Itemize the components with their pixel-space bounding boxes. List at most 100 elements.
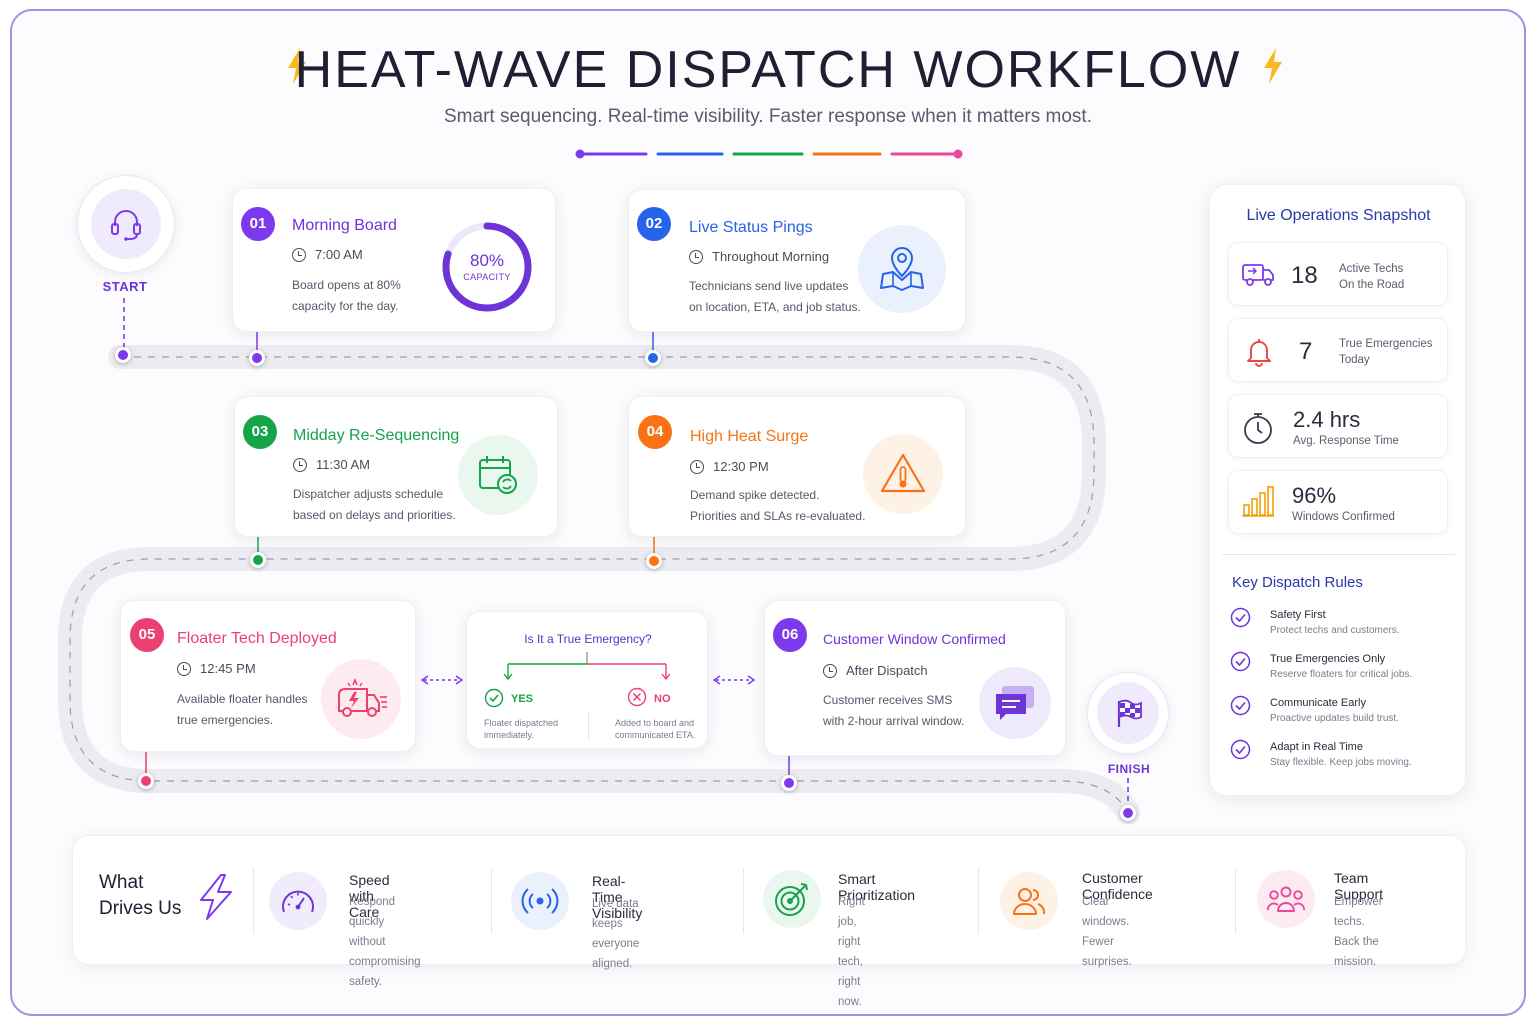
gauge-value: 80% bbox=[469, 251, 505, 270]
rules-title: Key Dispatch Rules bbox=[1232, 574, 1363, 591]
step-description: Technicians send live updates on locatio… bbox=[689, 279, 861, 314]
stat-value: 2.4 hrs bbox=[1293, 407, 1361, 432]
value-title: Customer Confidence bbox=[1082, 870, 1153, 902]
page-subtitle: Smart sequencing. Real-time visibility. … bbox=[444, 106, 1092, 127]
map-pin-icon bbox=[880, 246, 924, 291]
gauge-label: CAPACITY bbox=[463, 272, 511, 282]
clock-icon bbox=[823, 663, 837, 678]
finish-node bbox=[1087, 672, 1169, 754]
checkered-flag-icon bbox=[1117, 699, 1142, 727]
decision-no-label: NO bbox=[654, 693, 671, 705]
step-card-03[interactable]: 03 Midday Re-Sequencing 11:30 AM Dispatc… bbox=[234, 396, 558, 537]
step-badge: 06 bbox=[773, 618, 807, 652]
target-icon bbox=[775, 883, 808, 916]
step-icon-circle bbox=[979, 667, 1051, 739]
finish-label: FINISH bbox=[1107, 762, 1151, 776]
stat-emergencies: 7 True Emergencies Today bbox=[1228, 318, 1448, 382]
stat-value: 18 bbox=[1291, 262, 1318, 289]
rule-title: Adapt in Real Time bbox=[1270, 741, 1363, 753]
value-desc: Right job, right tech, right now. bbox=[838, 896, 865, 1008]
step-title: High Heat Surge bbox=[690, 428, 809, 445]
page-title: HEAT-WAVE DISPATCH WORKFLOW bbox=[294, 41, 1242, 99]
stopwatch-icon bbox=[1244, 413, 1272, 444]
value-desc: Respond quickly without compromising saf… bbox=[349, 896, 421, 988]
chat-icon bbox=[996, 686, 1034, 720]
step-card-04[interactable]: 04 High Heat Surge 12:30 PM Demand spike… bbox=[628, 396, 966, 537]
stat-label: Active Techs On the Road bbox=[1339, 263, 1405, 291]
step-description: Available floater handles true emergenci… bbox=[177, 692, 308, 727]
step-card-02[interactable]: 02 Live Status Pings Throughout Morning … bbox=[628, 189, 966, 332]
value-desc: Clear windows. Fewer surprises. bbox=[1082, 896, 1132, 968]
values-heading: What Drives Us bbox=[99, 872, 182, 919]
stat-value: 96% bbox=[1292, 483, 1337, 508]
step-icon-circle bbox=[858, 225, 946, 313]
check-circle-icon bbox=[1230, 607, 1251, 628]
bar-chart-icon bbox=[1242, 486, 1274, 517]
step-description: Demand spike detected. Priorities and SL… bbox=[690, 488, 866, 523]
check-circle-icon bbox=[1230, 695, 1251, 716]
step-time: 12:45 PM bbox=[177, 661, 256, 676]
decision-box: Is It a True Emergency? YES NO Floater d… bbox=[466, 611, 708, 749]
clock-icon bbox=[690, 459, 704, 474]
stat-label: True Emergencies Today bbox=[1339, 338, 1433, 366]
step-badge: 01 bbox=[241, 207, 275, 241]
step-card-06[interactable]: 06 Customer Window Confirmed After Dispa… bbox=[764, 600, 1066, 756]
step-time: 11:30 AM bbox=[293, 457, 370, 472]
step-card-05[interactable]: 05 Floater Tech Deployed 12:45 PM Availa… bbox=[120, 600, 416, 752]
decision-yes-desc: Floater dispatched immediately. bbox=[484, 718, 559, 740]
start-node bbox=[77, 175, 175, 273]
decision-question: Is It a True Emergency? bbox=[524, 632, 652, 646]
color-divider bbox=[575, 149, 963, 159]
value-desc: Empower techs. Back the mission. bbox=[1334, 896, 1383, 968]
step-title: Floater Tech Deployed bbox=[177, 630, 337, 647]
step-badge: 05 bbox=[130, 618, 164, 652]
start-label: START bbox=[102, 279, 148, 294]
x-circle-icon bbox=[627, 687, 647, 707]
panel-divider bbox=[1222, 554, 1455, 555]
rule-desc: Protect techs and customers. bbox=[1270, 625, 1400, 636]
speedometer-icon bbox=[282, 890, 314, 913]
value-title: Speed with Care bbox=[349, 872, 390, 920]
stat-value: 7 bbox=[1299, 338, 1313, 365]
bell-icon bbox=[1247, 339, 1271, 367]
check-circle-icon bbox=[484, 688, 504, 708]
decision-branches bbox=[503, 652, 671, 681]
stat-label: Avg. Response Time bbox=[1293, 435, 1399, 447]
values-bar: What Drives Us Speed with Care Respond q… bbox=[72, 835, 1466, 1008]
rule-title: Communicate Early bbox=[1270, 697, 1366, 709]
route-pin-02 bbox=[645, 350, 661, 366]
clock-icon bbox=[689, 249, 703, 264]
clock-icon bbox=[177, 661, 191, 676]
step-description: Customer receives SMS with 2-hour arriva… bbox=[823, 693, 965, 728]
route-pin-01 bbox=[249, 350, 265, 366]
emergency-van-icon bbox=[338, 677, 387, 717]
value-desc: Live data keeps everyone aligned. bbox=[592, 898, 640, 970]
step-card-01[interactable]: 01 Morning Board 7:00 AM Board opens at … bbox=[232, 188, 556, 332]
value-title: Real-Time Visibility bbox=[592, 873, 643, 921]
step-badge: 02 bbox=[637, 207, 671, 241]
headset-icon bbox=[111, 210, 141, 241]
rule-title: Safety First bbox=[1270, 609, 1326, 621]
route-pin-06 bbox=[781, 775, 797, 791]
step-title: Morning Board bbox=[292, 217, 397, 234]
rule-desc: Reserve floaters for critical jobs. bbox=[1270, 669, 1413, 680]
step-badge: 04 bbox=[638, 415, 672, 449]
check-circle-icon bbox=[1230, 651, 1251, 672]
step-description: Board opens at 80% capacity for the day. bbox=[292, 278, 401, 313]
calendar-refresh-icon bbox=[479, 456, 517, 494]
step-title: Customer Window Confirmed bbox=[823, 631, 1006, 647]
stat-windows-confirmed: 96% Windows Confirmed bbox=[1228, 470, 1448, 534]
step-time: After Dispatch bbox=[823, 663, 928, 678]
truck-icon bbox=[1242, 264, 1274, 286]
warning-thermometer-icon bbox=[880, 453, 926, 493]
team-icon bbox=[1267, 886, 1305, 912]
step-badge: 03 bbox=[243, 415, 277, 449]
lightning-bolt-icon bbox=[1264, 48, 1282, 84]
route-pin-finish bbox=[1120, 805, 1136, 821]
route-pin-04 bbox=[646, 553, 662, 569]
lightning-bolt-icon bbox=[200, 874, 232, 920]
customers-icon bbox=[1013, 888, 1046, 915]
stat-label: Windows Confirmed bbox=[1292, 511, 1395, 523]
value-title: Smart Prioritization bbox=[838, 871, 916, 903]
decision-no-desc: Added to board and communicated ETA. bbox=[615, 718, 696, 740]
